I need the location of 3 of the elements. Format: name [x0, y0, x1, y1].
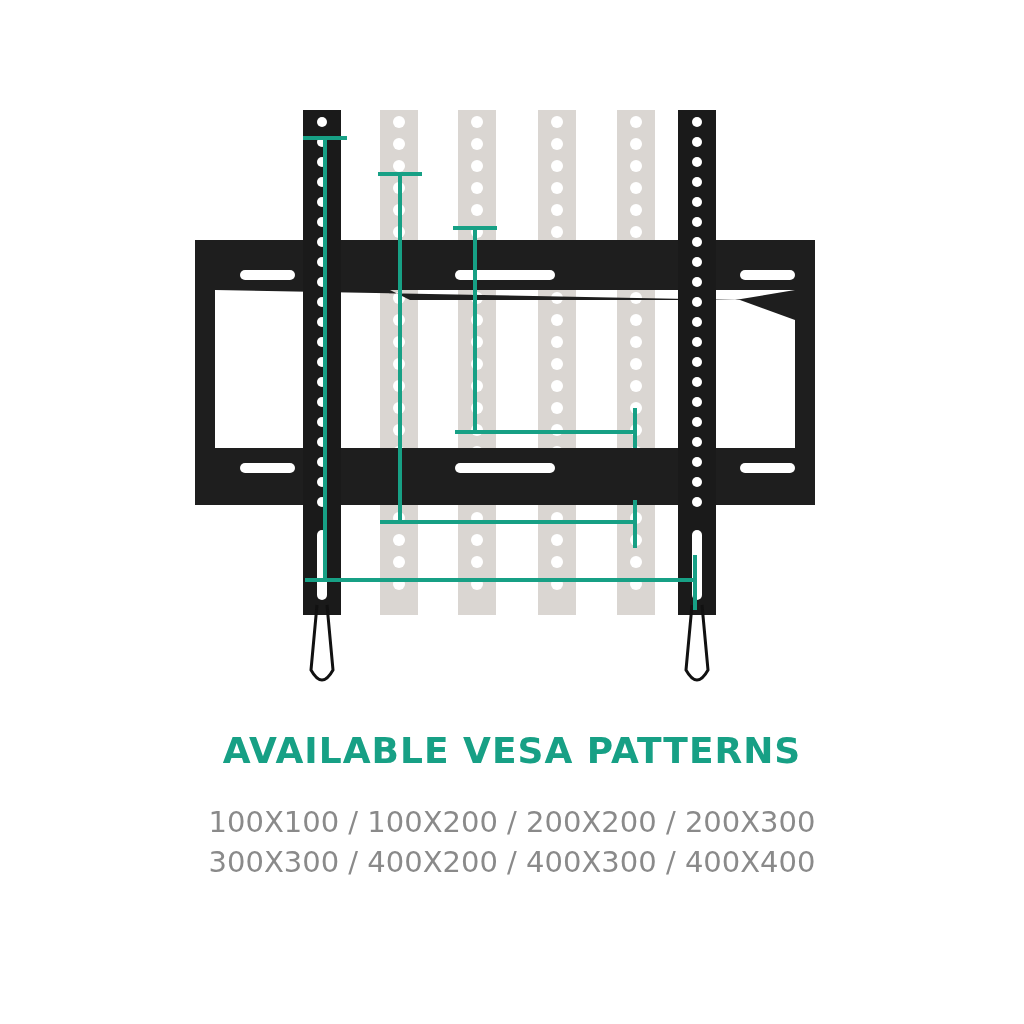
vesa-pattern-list: 100X100 / 100X200 / 200X200 / 200X300 — [0, 805, 1024, 839]
vesa-pattern-list: 300X300 / 400X200 / 400X300 / 400X400 — [0, 845, 1024, 879]
title: AVAILABLE VESA PATTERNS — [221, 730, 803, 771]
